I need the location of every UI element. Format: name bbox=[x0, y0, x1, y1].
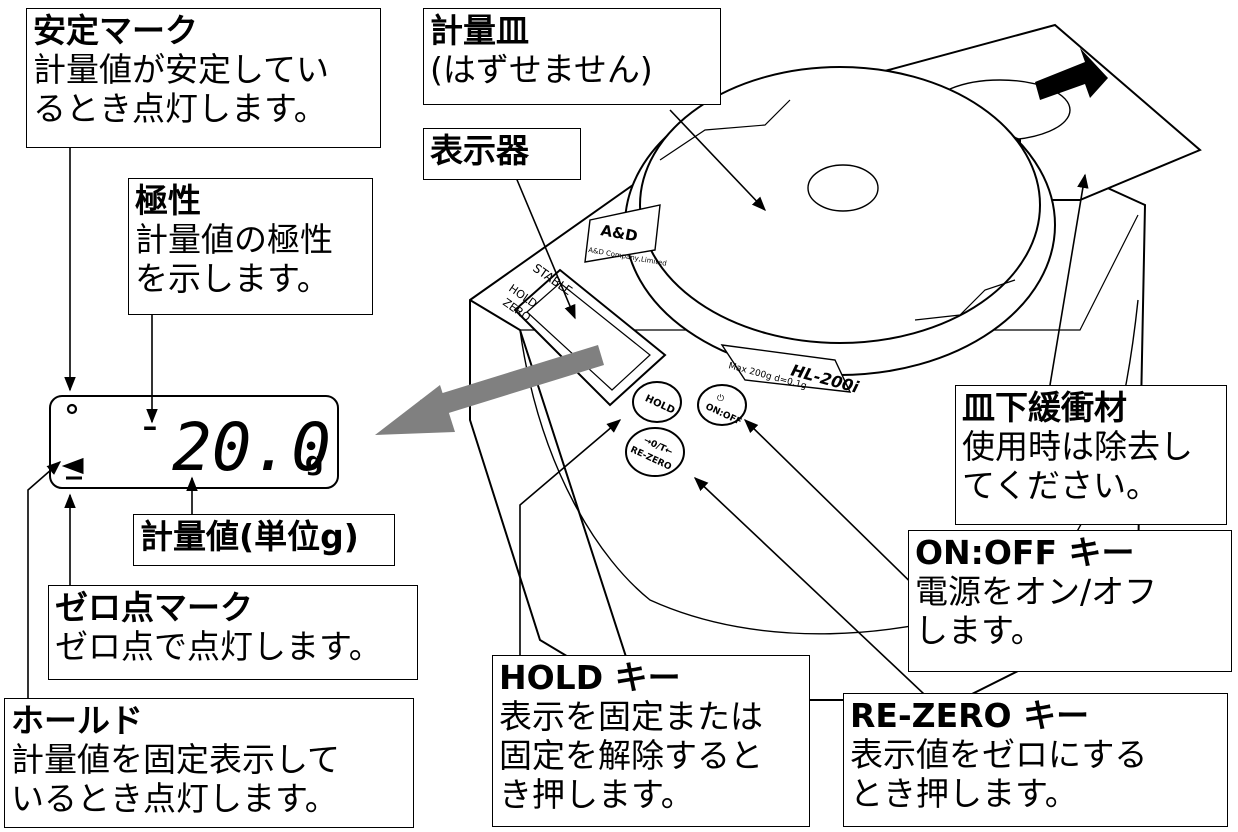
device-display-window bbox=[513, 268, 667, 407]
callout-text: を示します。 bbox=[135, 258, 330, 298]
lcd-detail: - 20.0 g bbox=[49, 395, 339, 489]
brand-badge: A&D A&D Company,Limited bbox=[584, 204, 667, 268]
zoom-arrow-icon bbox=[375, 345, 604, 435]
callout-title: ホールド bbox=[11, 701, 143, 740]
pull-arrow-icon bbox=[1035, 48, 1108, 100]
callout-text: 計量値の極性 bbox=[135, 219, 333, 259]
weighing-pan bbox=[624, 66, 1056, 376]
callout-stable-mark: 安定マーク 計量値が安定してい るとき点灯します。 bbox=[26, 8, 381, 148]
leader-display bbox=[514, 174, 576, 320]
callout-title: 表示器 bbox=[430, 131, 529, 170]
callout-title: 計量皿 bbox=[430, 11, 529, 50]
rezero-button[interactable]: →0/T← RE-ZERO bbox=[625, 427, 685, 477]
callout-display: 表示器 bbox=[423, 128, 581, 180]
lcd-unit: g bbox=[305, 447, 324, 477]
callout-hold-mark: ホールド 計量値を固定表示して いるとき点灯します。 bbox=[4, 698, 414, 828]
lcd-reading: 20.0 bbox=[172, 409, 331, 486]
hold-zero-mark-icon bbox=[61, 457, 84, 480]
callout-title: 安定マーク bbox=[33, 11, 198, 50]
callout-text: るとき点灯します。 bbox=[33, 88, 327, 128]
callout-text: とき押します。 bbox=[850, 773, 1078, 813]
callout-title: ゼロ点マーク bbox=[55, 588, 253, 627]
callout-rezero-key: RE-ZERO キー 表示値をゼロにする とき押します。 bbox=[843, 693, 1228, 827]
hold-button[interactable]: HOLD bbox=[632, 381, 682, 423]
callout-text: ゼロ点で点灯します。 bbox=[55, 626, 382, 666]
callout-text: てください。 bbox=[962, 465, 1160, 505]
callout-zero-mark: ゼロ点マーク ゼロ点で点灯します。 bbox=[48, 585, 418, 680]
callout-text: 表示値をゼロにする bbox=[850, 734, 1148, 774]
callout-hold-key: HOLD キー 表示を固定または 固定を解除すると き押します。 bbox=[492, 655, 810, 827]
callout-title: ON:OFF キー bbox=[915, 533, 1135, 572]
callout-weight-value: 計量値(単位g) bbox=[133, 514, 395, 566]
callout-text: 計量値を固定表示して bbox=[11, 739, 341, 779]
leader-hold-mark bbox=[27, 461, 62, 700]
callout-text: します。 bbox=[915, 610, 1044, 650]
callout-title: 皿下緩衝材 bbox=[962, 388, 1127, 427]
leader-hold-key bbox=[519, 419, 622, 655]
callout-title: 極性 bbox=[135, 181, 201, 220]
callout-text: き押します。 bbox=[499, 774, 694, 814]
callout-cushion: 皿下緩衝材 使用時は除去し てください。 bbox=[955, 385, 1227, 525]
callout-title: RE-ZERO キー bbox=[850, 696, 1090, 735]
callout-text: 表示を固定または bbox=[499, 696, 763, 736]
callout-text: 固定を解除すると bbox=[499, 735, 763, 775]
leader-rezero bbox=[693, 477, 926, 696]
leader-pan bbox=[669, 109, 766, 212]
callout-text: 計量値が安定してい bbox=[33, 49, 330, 89]
callout-text: 電源をオン/オフ bbox=[915, 571, 1158, 611]
callout-title: HOLD キー bbox=[499, 658, 681, 697]
callout-polarity: 極性 計量値の極性 を示します。 bbox=[128, 178, 373, 315]
callout-text: 使用時は除去し bbox=[962, 426, 1193, 466]
callout-text: いるとき点灯します。 bbox=[11, 778, 338, 818]
callout-pan: 計量皿 (はずせません) bbox=[423, 8, 721, 105]
onoff-button[interactable]: ⏻ ON:OFF bbox=[697, 384, 747, 428]
callout-title: 計量値(単位g) bbox=[140, 517, 359, 556]
leader-cushion bbox=[1049, 173, 1089, 386]
callout-onoff-key: ON:OFF キー 電源をオン/オフ します。 bbox=[908, 530, 1232, 672]
power-icon: ⏻ bbox=[717, 393, 724, 404]
lcd-sign: - bbox=[142, 400, 158, 451]
callout-text: (はずせません) bbox=[430, 49, 653, 89]
stable-mark-icon bbox=[66, 403, 78, 415]
